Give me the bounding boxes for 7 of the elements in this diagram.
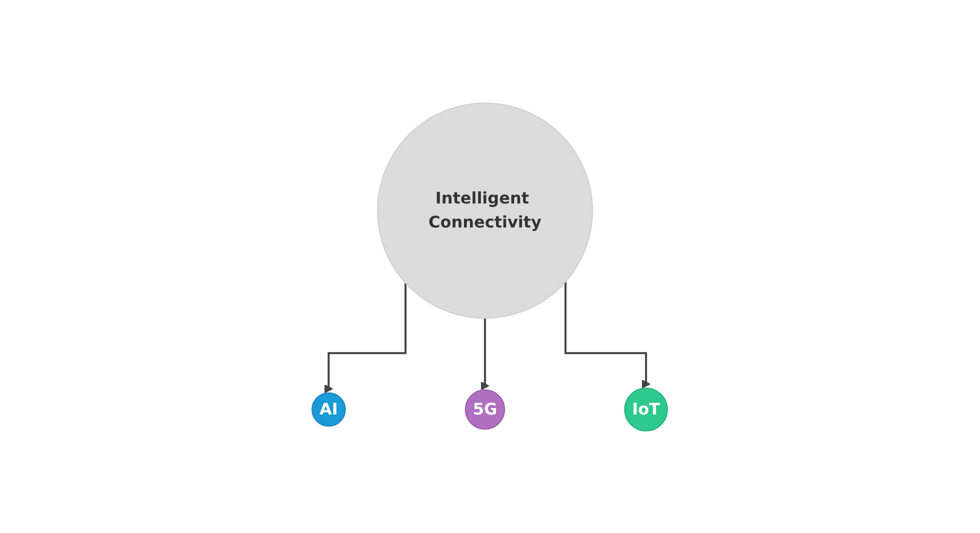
- node-circle: IoT: [624, 387, 668, 431]
- arrow: [564, 281, 651, 388]
- node-circle: AI: [312, 392, 346, 426]
- arrow: [480, 318, 490, 390]
- node-circle: 5G: [465, 388, 506, 430]
- arrow: [324, 282, 407, 393]
- node-circle: Intelligent Connectivity: [377, 102, 594, 318]
